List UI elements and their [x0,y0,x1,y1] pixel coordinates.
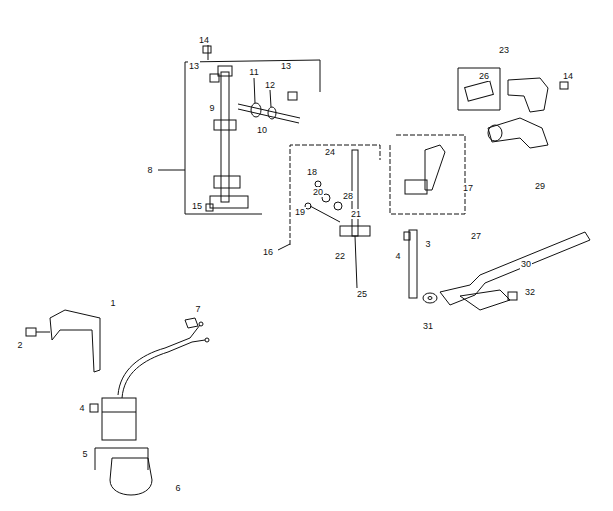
lamp-socket [90,398,152,495]
rail-part [210,196,248,208]
group-bracket [278,244,290,250]
callout-number: 4 [78,403,85,413]
callout-number: 11 [248,67,259,77]
group-bracket [488,118,548,148]
needle-bar-part [340,226,370,236]
callout-number: 4 [394,251,401,261]
lamp-socket [90,404,98,412]
callout-number: 10 [256,125,268,135]
lever-part [440,232,590,310]
callout-number: 28 [342,191,354,201]
shaft-part [251,103,261,117]
rail-part [214,176,240,188]
callout-number: 32 [524,287,536,297]
shaft-part [254,78,255,103]
needle-bar-part [355,236,357,288]
callout-number: 22 [334,251,346,261]
group-bracket [488,125,502,141]
needle-bar-part [334,202,342,210]
group-bracket [458,68,568,148]
needle-bar-part [310,206,340,222]
callout-number: 12 [264,80,276,90]
callout-number: 24 [324,147,336,157]
callout-number: 14 [562,71,574,81]
group-bracket [405,180,427,194]
lamp-socket [95,448,148,470]
rail-part [206,204,213,211]
shaft-part [268,107,276,119]
callout-number: 2 [16,340,23,350]
callout-number: 23 [498,45,510,55]
rod-part [404,230,437,303]
callout-number: 8 [146,165,153,175]
callout-number: 20 [312,187,324,197]
lamp-socket [102,412,136,413]
callout-number: 19 [294,207,306,217]
group-bracket [278,145,380,250]
callout-number: 26 [478,71,490,81]
group-bracket [560,82,568,89]
lamp-socket [102,398,136,440]
rail-part [214,120,236,130]
group-bracket [390,135,465,214]
rail-part [203,45,248,211]
group-bracket [425,145,445,190]
group-bracket [158,60,320,214]
callout-number: 18 [306,167,318,177]
callout-number: 29 [534,181,546,191]
callout-number: 31 [422,321,434,331]
group-bracket [458,68,500,110]
exploded-view [26,45,590,495]
lever-part [440,232,590,305]
callout-number: 17 [462,183,474,193]
lamp-socket [110,458,152,495]
cable-part [118,338,190,395]
rail-part [221,72,229,202]
group-bracket [465,81,494,101]
callout-number: 13 [280,61,292,71]
group-bracket [290,145,380,245]
group-bracket [508,78,548,112]
group-bracket [185,60,320,214]
lever-part [508,292,517,300]
callout-number: 6 [174,483,181,493]
callout-number: 9 [208,103,215,113]
rod-part [428,297,432,300]
rail-part [218,66,232,76]
shaft-part [270,90,271,107]
cable-part [199,322,203,326]
shaft-part [210,74,219,82]
callout-number: 21 [350,209,362,219]
callout-number: 13 [188,61,200,71]
shaft-part [288,92,297,100]
lamp-bracket [36,332,50,333]
callout-number: 16 [262,247,274,257]
cable-part [185,318,198,328]
callout-number: 1 [109,298,116,308]
group-bracket [158,170,185,171]
callout-number: 25 [356,289,368,299]
callout-number: 27 [470,231,482,241]
callout-number: 14 [198,35,210,45]
cable-part [205,338,209,342]
needle-bar-part [305,150,370,288]
rod-part [404,232,410,240]
shaft-part [210,74,300,123]
lamp-bracket [50,310,100,372]
callout-number: 30 [520,259,532,269]
callout-number: 7 [194,304,201,314]
callout-number: 15 [191,201,203,211]
lamp-bracket [26,310,100,372]
cable-part [122,342,192,398]
rail-part [203,46,211,53]
callout-number: 5 [81,449,88,459]
callout-number: 3 [424,239,431,249]
group-bracket [390,135,465,214]
cable-part [118,318,209,398]
lamp-bracket [26,328,36,336]
lever-part [460,290,510,310]
rod-part [423,293,437,303]
